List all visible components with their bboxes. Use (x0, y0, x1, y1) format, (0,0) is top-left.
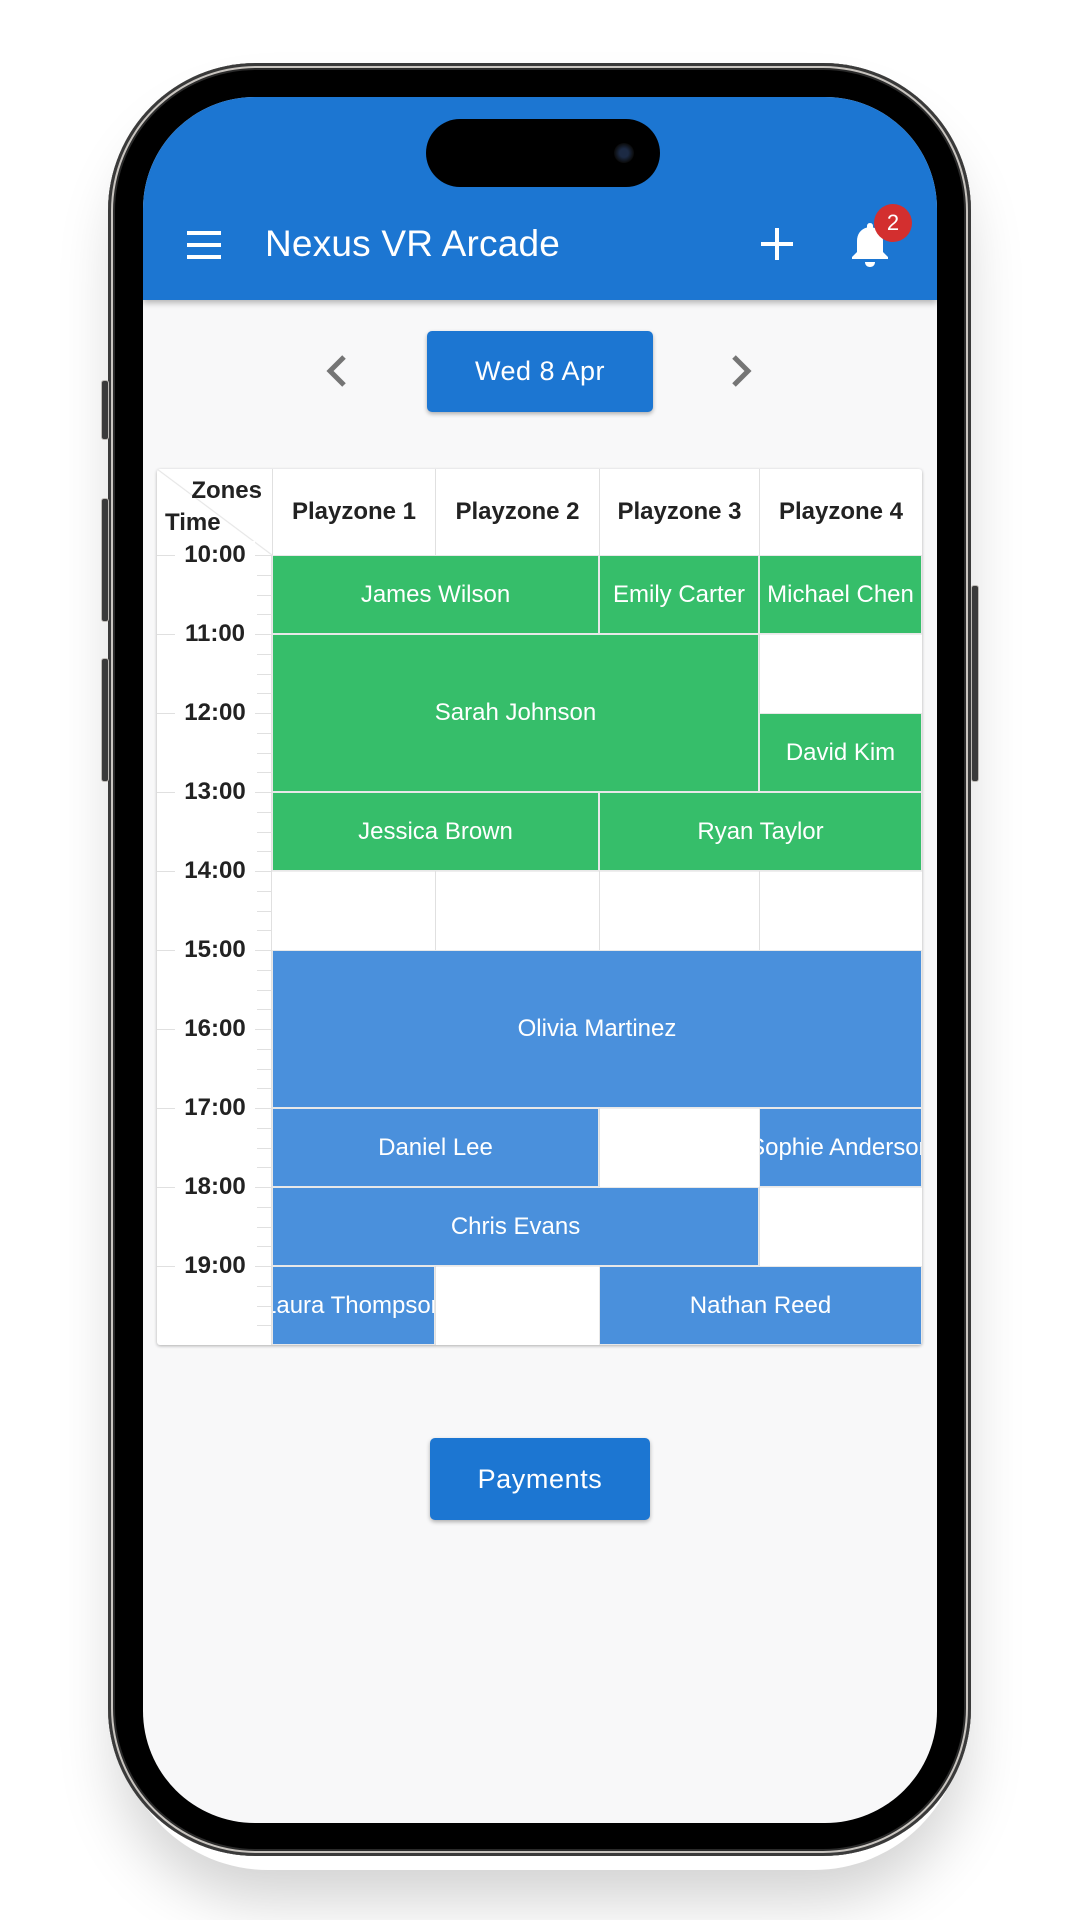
hour-label: 12:00 (175, 699, 255, 727)
quarter-tick (257, 1206, 271, 1208)
quarter-tick (257, 1226, 271, 1228)
booking-block[interactable]: Jessica Brown (272, 792, 599, 871)
zone-header: Playzone 3 (599, 469, 759, 555)
quarter-tick (257, 1305, 271, 1307)
quarter-tick (257, 752, 271, 754)
quarter-tick (257, 989, 271, 991)
hour-label: 18:00 (175, 1173, 255, 1201)
booking-name: Daniel Lee (378, 1133, 493, 1161)
booking-block[interactable]: James Wilson (272, 555, 599, 634)
grid-row-line (272, 871, 922, 872)
payments-button[interactable]: Payments (430, 1438, 650, 1520)
hour-label: 14:00 (175, 857, 255, 885)
booking-block[interactable]: Chris Evans (272, 1187, 759, 1266)
quarter-tick (257, 673, 271, 675)
booking-name: James Wilson (360, 580, 511, 608)
quarter-tick (257, 574, 271, 576)
quarter-tick (257, 1246, 271, 1248)
quarter-tick (257, 1167, 271, 1169)
time-axis-label: Time (165, 509, 221, 536)
booking-name: Sophie Anderson (760, 1133, 922, 1161)
quarter-tick (257, 890, 271, 892)
grid-row-line (272, 1266, 922, 1267)
camera-icon (614, 143, 634, 163)
booking-block[interactable]: David Kim (759, 713, 922, 792)
volume-up-button (101, 498, 109, 622)
quarter-tick (257, 831, 271, 833)
booking-block[interactable]: Sarah Johnson (272, 634, 759, 792)
hour-label: 15:00 (175, 936, 255, 964)
hour-label: 16:00 (175, 1015, 255, 1043)
quarter-tick (257, 1048, 271, 1050)
date-picker-button[interactable]: Wed 8 Apr (427, 331, 653, 412)
quarter-tick (257, 1325, 271, 1327)
quarter-tick (257, 614, 271, 616)
quarter-tick (257, 1285, 271, 1287)
booking-block[interactable]: Emily Carter (599, 555, 759, 634)
time-column: 10:00 11:00 12:00 13:00 14:00 15:00 16:00 17:00… (157, 541, 272, 1345)
booking-name: David Kim (785, 738, 896, 766)
hamburger-menu-icon[interactable] (185, 229, 225, 261)
zone-header: Playzone 2 (435, 469, 599, 555)
zone-header: Playzone 4 (759, 469, 922, 555)
quarter-tick (257, 594, 271, 596)
quarter-tick (257, 811, 271, 813)
booking-block[interactable]: Nathan Reed (599, 1266, 922, 1345)
volume-down-button (101, 658, 109, 782)
notification-badge: 2 (874, 204, 912, 242)
quarter-tick (257, 653, 271, 655)
booking-name: Laura Thompson (272, 1291, 435, 1319)
app-title: Nexus VR Arcade (265, 223, 561, 264)
header-corner: Zones Time (157, 469, 272, 555)
booking-block[interactable]: Sophie Anderson (759, 1108, 922, 1187)
booking-name: Ryan Taylor (697, 817, 824, 845)
quarter-tick (257, 910, 271, 912)
booking-block[interactable]: Daniel Lee (272, 1108, 599, 1187)
booking-name: Chris Evans (450, 1212, 581, 1240)
hour-label: 17:00 (175, 1094, 255, 1122)
quarter-tick (257, 1009, 271, 1011)
quarter-tick (257, 772, 271, 774)
power-button (971, 585, 979, 782)
quarter-tick (257, 969, 271, 971)
schedule-grid: Zones Time Playzone 1 Playzone 2 Playzon… (157, 469, 922, 1345)
hour-label: 10:00 (175, 541, 255, 569)
booking-name: Nathan Reed (689, 1291, 832, 1319)
booking-name: Jessica Brown (358, 817, 513, 845)
zones-axis-label: Zones (191, 477, 262, 504)
quarter-tick (257, 1127, 271, 1129)
booking-block[interactable]: Michael Chen (759, 555, 922, 634)
quarter-tick (257, 930, 271, 932)
action-button (101, 380, 109, 440)
booking-name: Michael Chen (767, 580, 914, 608)
app-screen: Nexus VR Arcade 2 Wed 8 Apr Zones Time P… (143, 97, 937, 1823)
quarter-tick (257, 1068, 271, 1070)
booking-name: Olivia Martinez (517, 1015, 677, 1042)
booking-block[interactable]: Olivia Martinez (272, 950, 922, 1108)
zone-header: Playzone 1 (272, 469, 435, 555)
booking-block[interactable]: Laura Thompson (272, 1266, 435, 1345)
quarter-tick (257, 732, 271, 734)
chevron-left-icon[interactable] (318, 351, 358, 391)
plus-icon[interactable] (757, 224, 797, 264)
dynamic-island (426, 119, 660, 187)
chevron-right-icon[interactable] (720, 351, 760, 391)
booking-name: Emily Carter (612, 580, 745, 608)
booking-block[interactable]: Ryan Taylor (599, 792, 922, 871)
quarter-tick (257, 851, 271, 853)
hour-label: 11:00 (175, 620, 255, 648)
app-bar: Nexus VR Arcade 2 (143, 97, 937, 300)
quarter-tick (257, 1147, 271, 1149)
hour-label: 19:00 (175, 1252, 255, 1280)
quarter-tick (257, 693, 271, 695)
booking-name: Sarah Johnson (434, 699, 597, 726)
hour-label: 13:00 (175, 778, 255, 806)
quarter-tick (257, 1088, 271, 1090)
